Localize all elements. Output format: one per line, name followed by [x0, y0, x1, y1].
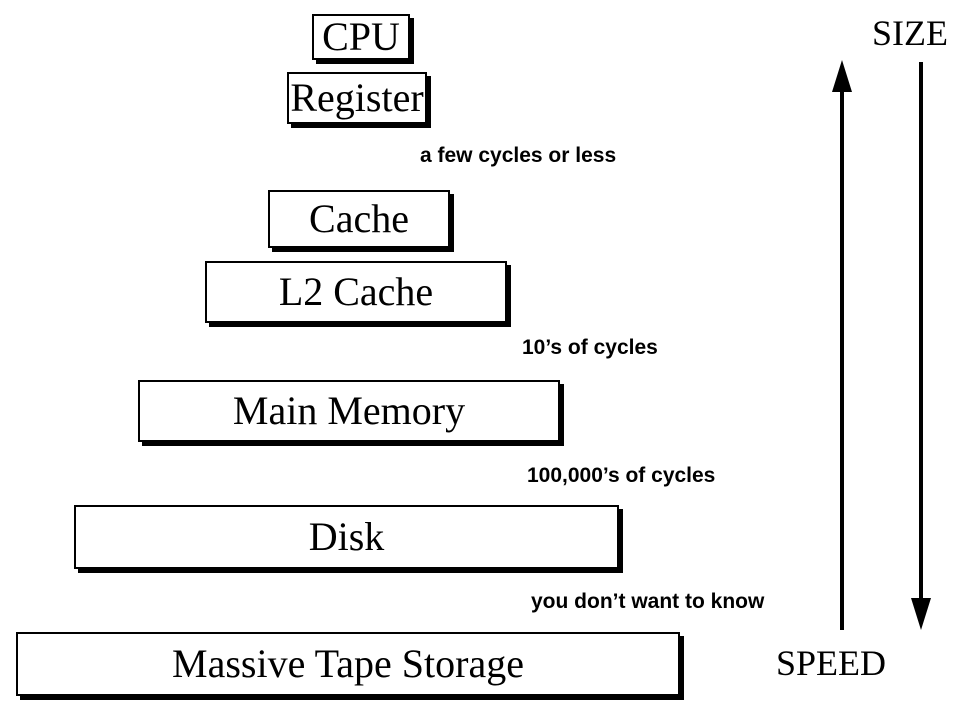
cache-box: Cache: [268, 190, 450, 248]
cpu-label: CPU: [322, 14, 400, 59]
size-arrow: [911, 62, 931, 630]
main-memory-label: Main Memory: [232, 388, 466, 433]
latency-note-main-disk: 100,000’s of cycles: [527, 464, 716, 487]
size-label: SIZE: [872, 13, 948, 53]
latency-note-disk-tape: you don’t want to know: [531, 590, 765, 613]
l2-cache-box: L2 Cache: [205, 261, 507, 323]
tape-storage-label: Massive Tape Storage: [172, 641, 524, 686]
main-memory-box: Main Memory: [138, 380, 560, 442]
cache-label: Cache: [309, 196, 409, 241]
register-box: Register: [287, 72, 427, 124]
l2-cache-label: L2 Cache: [278, 269, 434, 314]
speed-label: SPEED: [776, 643, 887, 683]
speed-arrow: [832, 60, 852, 630]
disk-label: Disk: [308, 514, 385, 559]
tape-storage-box: Massive Tape Storage: [16, 632, 680, 696]
latency-note-l2-main: 10’s of cycles: [522, 336, 658, 359]
register-label: Register: [290, 75, 424, 120]
cpu-box: CPU: [312, 14, 410, 60]
latency-note-register-cache: a few cycles or less: [420, 144, 617, 167]
disk-box: Disk: [74, 505, 619, 569]
